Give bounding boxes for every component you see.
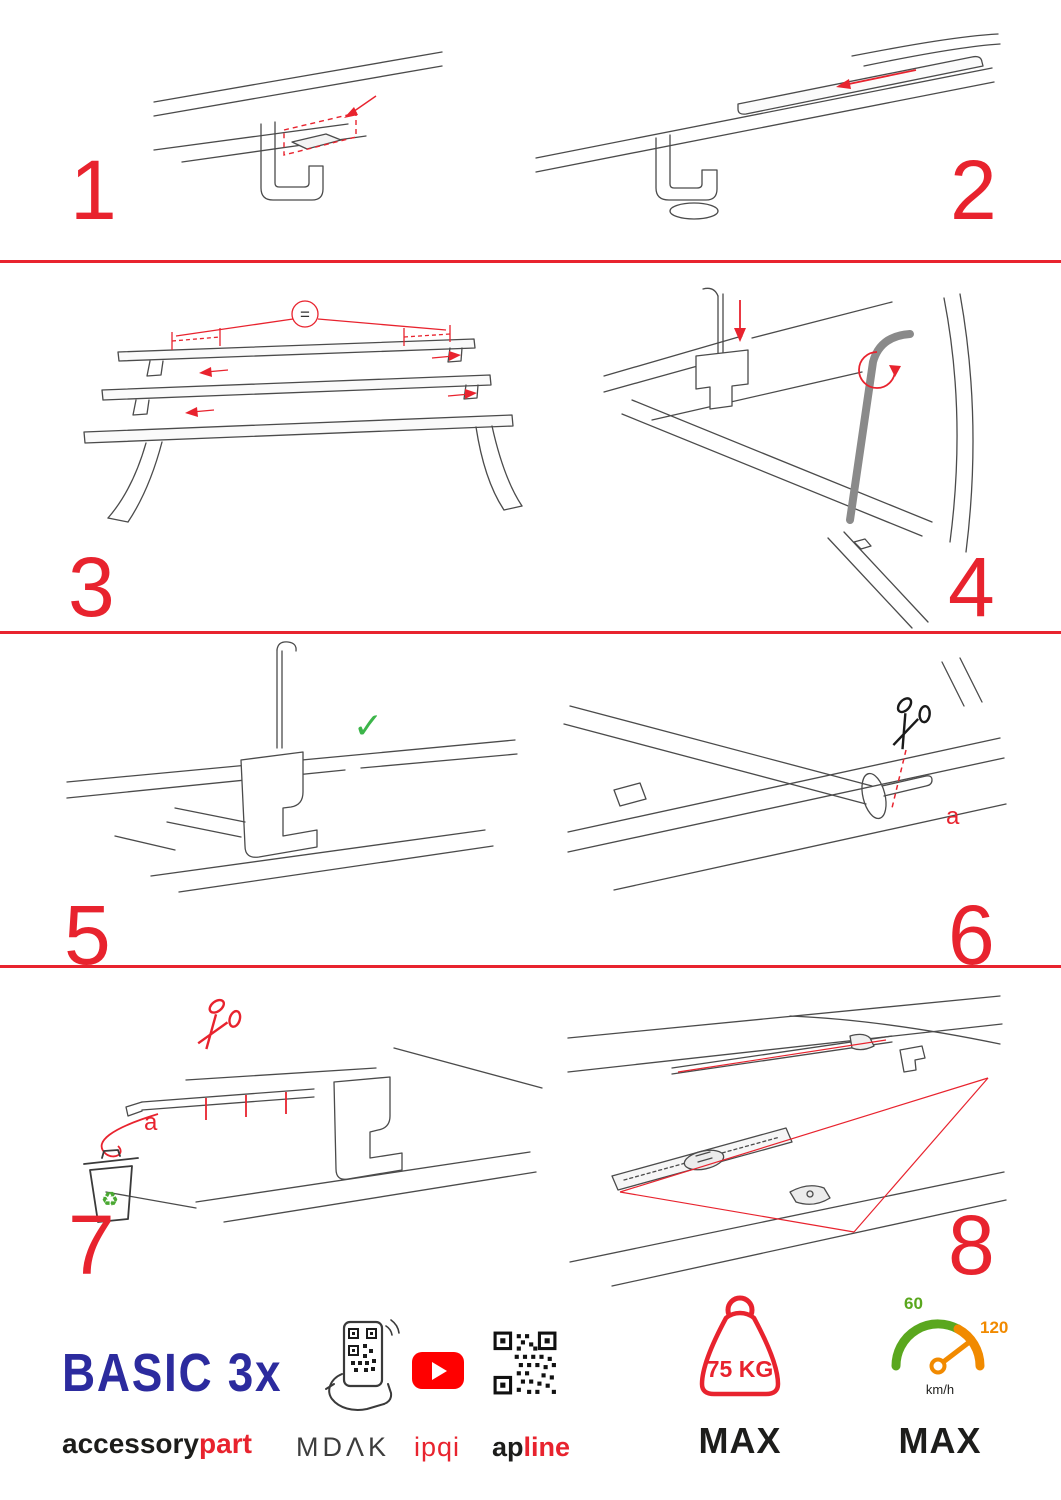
weight-icon [699, 1295, 781, 1397]
rotate-arrow [858, 351, 896, 389]
step-4-number: 4 [948, 540, 995, 634]
discard-label: a [144, 1109, 158, 1136]
roof-edge-drawing [535, 33, 1001, 220]
speed-unit-label: km/h [925, 1382, 955, 1397]
hand [325, 1373, 393, 1411]
apline-label-black: ap [492, 1432, 524, 1462]
step-5-illustration: ✓ [66, 641, 518, 893]
slide-arrow [843, 69, 917, 86]
step-1-number: 1 [70, 143, 117, 237]
play-icon [432, 1361, 447, 1380]
step-2-illustration [535, 33, 1001, 220]
max-load-value: 75 KG [706, 1356, 774, 1382]
step-6-illustration: a [563, 657, 1007, 891]
speed-tick-low: 60 [904, 1294, 923, 1313]
step-6-number: 6 [948, 888, 995, 982]
equal-spacing-badge [291, 300, 319, 328]
equal-label: = [300, 305, 310, 324]
scissors-icon [197, 998, 242, 1050]
step-4-illustration [603, 287, 974, 629]
speed-tick-high: 120 [980, 1318, 1009, 1337]
max-load-badge: 75 KG [680, 1294, 800, 1406]
step-2-number: 2 [950, 143, 997, 237]
hex-key-icon [846, 330, 914, 524]
recycle-icon: ♻ [101, 1189, 119, 1211]
rotate-arrow-head [889, 365, 901, 377]
speedometer-icon [891, 1319, 985, 1375]
cut-line [891, 749, 907, 809]
crossbars-drawing [83, 338, 523, 523]
step-7-illustration: ♻ a [83, 998, 543, 1223]
step-8-illustration [567, 995, 1007, 1287]
apline-label-red: line [523, 1432, 571, 1462]
bar-end-drawing [563, 657, 1007, 891]
cut-label: a [946, 803, 960, 830]
strip-clamp-drawing [105, 1047, 543, 1223]
brand-name-black: accessory [62, 1428, 200, 1459]
trash-bin-icon [83, 1149, 139, 1223]
insert-arrow-head [734, 328, 746, 342]
step-1-illustration [153, 51, 443, 201]
section-divider-2 [0, 631, 1061, 634]
phone-scan-icon [325, 1319, 400, 1411]
red-arrow [344, 107, 358, 118]
clamp-rod-drawing [66, 641, 518, 893]
youtube-channel-label: ipqi [414, 1432, 461, 1462]
qr-pattern [348, 1328, 377, 1372]
doorframe-drawing [153, 51, 443, 201]
step-3-number: 3 [68, 540, 115, 634]
qr-code-icon [493, 1331, 557, 1395]
section-divider-3 [0, 965, 1061, 968]
cut-marks [100, 1092, 287, 1158]
youtube-icon [412, 1352, 464, 1389]
qr-scan-label: MDΛK [296, 1432, 391, 1462]
step-5-number: 5 [64, 888, 111, 982]
scissors-icon [892, 697, 931, 750]
brand-name: accessorypart [62, 1428, 252, 1460]
foot-adjust-arrows [185, 351, 477, 417]
max-speed-badge: 60 120 km/h [878, 1294, 1008, 1406]
roof-assembly-drawing [567, 995, 1007, 1287]
brand-name-red: part [199, 1428, 252, 1459]
product-name: BASIC 3x [62, 1343, 283, 1403]
check-icon: ✓ [353, 705, 383, 746]
step-3-illustration: = [83, 300, 523, 523]
step-8-number: 8 [948, 1198, 995, 1292]
section-divider-1 [0, 260, 1061, 263]
clamp-pin-drawing [603, 287, 974, 629]
slide-arrow-head [836, 79, 851, 89]
apline-label: apline [492, 1432, 570, 1463]
max-load-label: MAX [698, 1420, 782, 1461]
step-7-number: 7 [68, 1198, 115, 1292]
max-speed-label: MAX [898, 1420, 982, 1461]
alignment-guides [619, 1039, 989, 1233]
